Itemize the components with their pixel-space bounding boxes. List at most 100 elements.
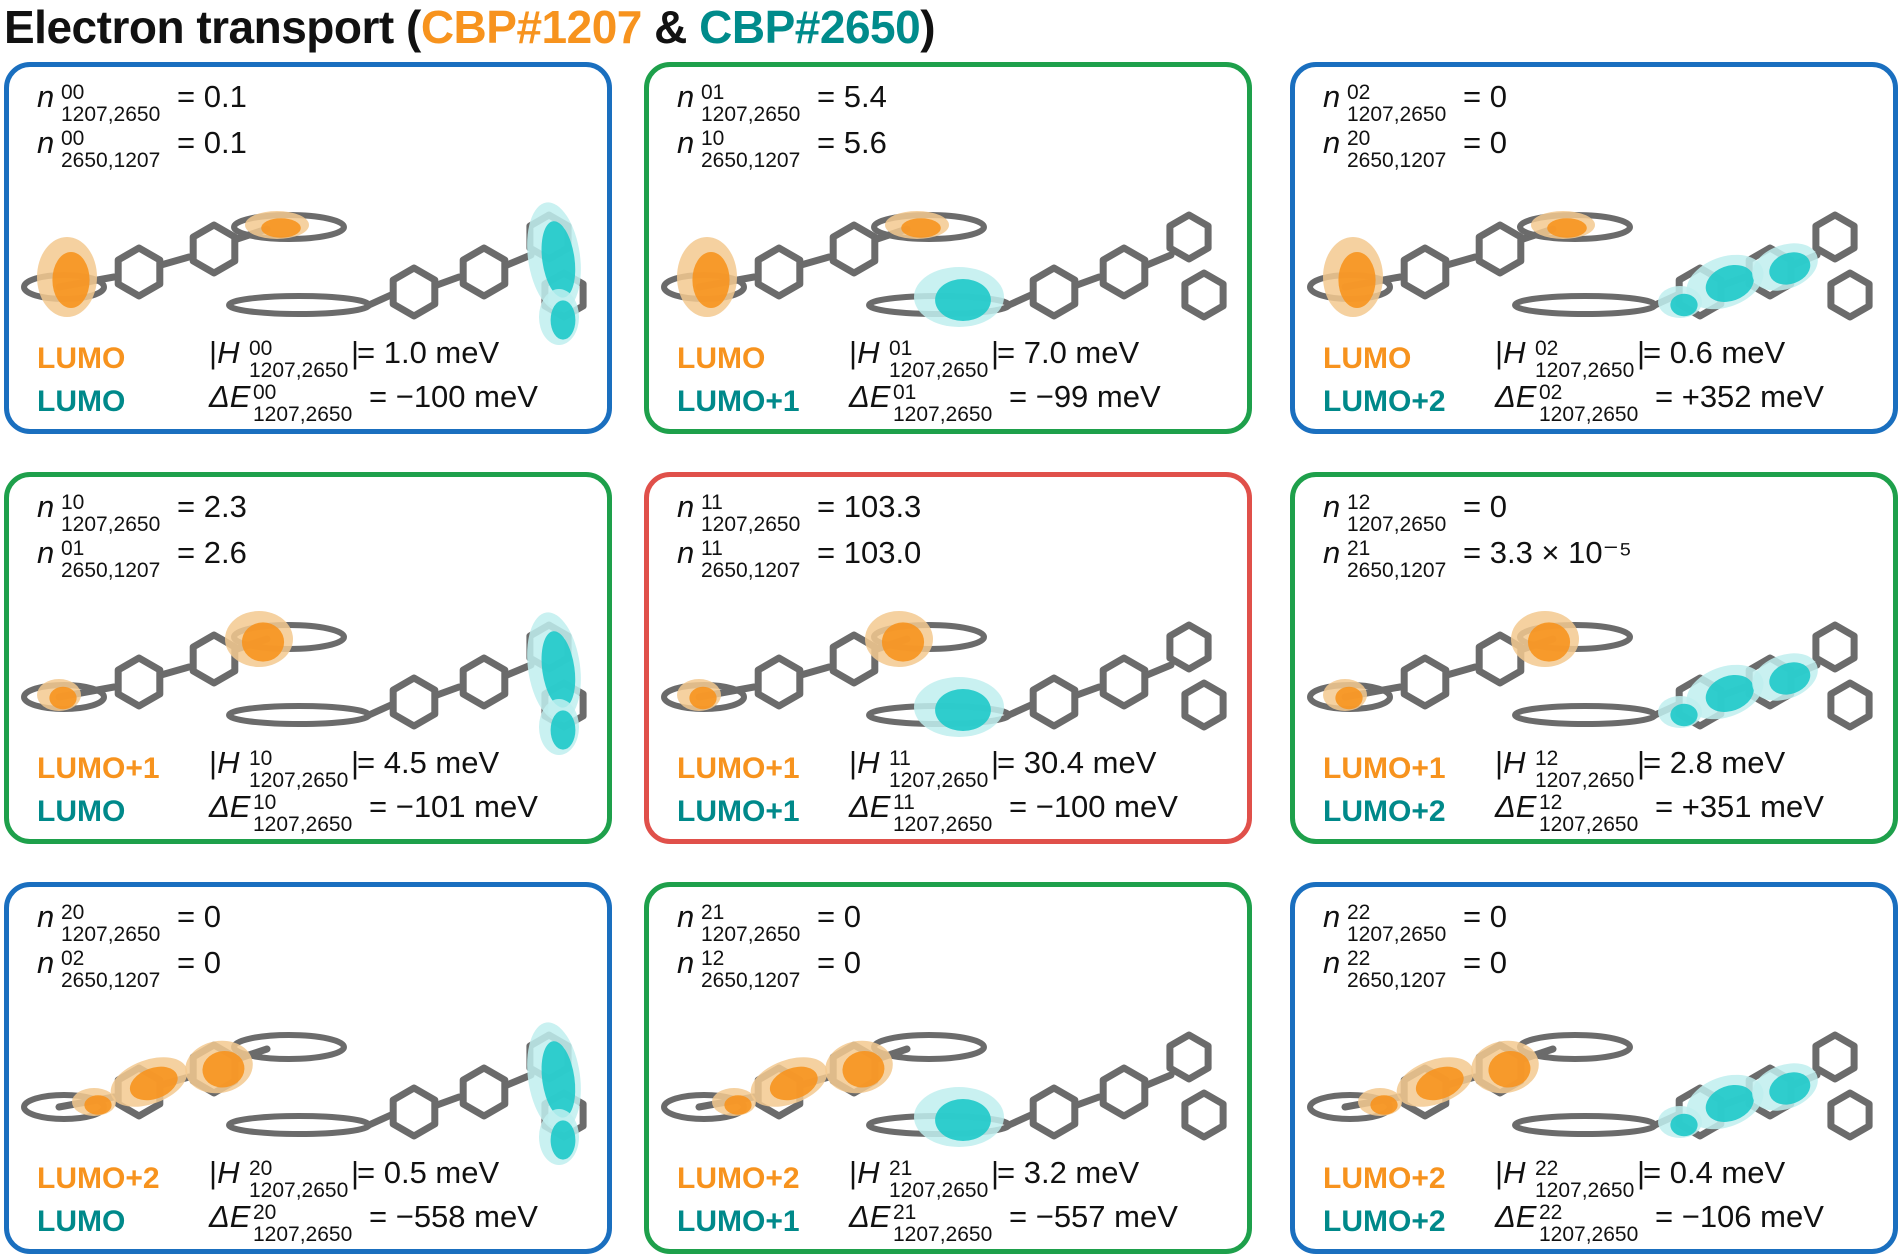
orbital-lobe-teal-core (935, 279, 991, 321)
n-superscript: 11 (701, 491, 723, 514)
n-letter: n (1323, 79, 1341, 114)
indole-ring (1181, 1089, 1227, 1141)
n-subscript: 2650,1207 (61, 149, 161, 172)
n-letter: n (677, 899, 695, 934)
bond-line (1073, 683, 1103, 699)
h-value: = 3.2 meV (997, 1155, 1140, 1190)
delta-e-letter: ΔE (1495, 789, 1537, 824)
h-subscript: 1207,2650 (889, 769, 989, 792)
h-subscript: 1207,2650 (249, 769, 349, 792)
bond-line (1443, 663, 1479, 679)
abs-bar-left: | (849, 1155, 858, 1190)
phenyl-ring (114, 244, 164, 300)
orbital-label-1207: LUMO+2 (1323, 1162, 1446, 1195)
h-letter: H (217, 335, 240, 370)
delta-e-superscript: 10 (253, 791, 277, 814)
n-letter: n (37, 125, 55, 160)
orbital-lobe-orange-core (241, 622, 285, 662)
delta-e-value: = −100 meV (1009, 789, 1178, 824)
delta-e-subscript: 1207,2650 (1539, 813, 1639, 836)
h-value: = 0.6 meV (1643, 335, 1786, 370)
delta-e-letter: ΔE (1495, 1199, 1537, 1234)
indole-ring (1827, 679, 1873, 731)
orbital-lobe-teal-core (550, 710, 576, 750)
orbital-label-1207: LUMO (37, 342, 126, 375)
n-superscript: 00 (61, 81, 85, 104)
abs-bar-left: | (1495, 335, 1504, 370)
indole-ring (1812, 1031, 1858, 1083)
orbital-lobe-orange-core (1547, 218, 1587, 238)
n-value: = 5.4 (817, 79, 887, 114)
n-superscript: 21 (701, 901, 725, 924)
n-subscript: 2650,1207 (1347, 969, 1447, 992)
abs-bar-left: | (1495, 1155, 1504, 1190)
abs-bar-right: | (351, 1155, 360, 1190)
orbital-lobe-teal-core (1705, 674, 1754, 712)
n-value: = 5.6 (817, 125, 887, 160)
n-subscript: 2650,1207 (701, 149, 801, 172)
delta-e-subscript: 1207,2650 (1539, 1223, 1639, 1246)
molecule-dimer-image (1307, 211, 1873, 321)
orbital-lobe-orange-core (1370, 1095, 1398, 1115)
n-value: = 0.1 (177, 125, 247, 160)
n-superscript: 22 (1347, 901, 1371, 924)
n-superscript: 12 (1347, 491, 1371, 514)
orbital-lobe-orange-core (692, 252, 730, 308)
h-superscript: 02 (1535, 337, 1559, 360)
orbital-label-2650: LUMO+1 (677, 1205, 800, 1238)
abs-bar-left: | (209, 745, 218, 780)
n-superscript: 10 (701, 127, 725, 150)
bond-line (1143, 661, 1175, 679)
orbital-lobe-orange-core (261, 218, 301, 238)
n-letter: n (677, 489, 695, 524)
abs-bar-right: | (1637, 1155, 1646, 1190)
delta-e-value: = −558 meV (369, 1199, 538, 1234)
h-value: = 0.5 meV (357, 1155, 500, 1190)
delta-e-letter: ΔE (849, 1199, 891, 1234)
n-value: = 0 (177, 899, 221, 934)
n-superscript: 10 (61, 491, 85, 514)
delta-e-value: = +352 meV (1655, 379, 1824, 414)
abs-bar-right: | (1637, 745, 1646, 780)
orbital-lobe-orange-core (881, 622, 925, 662)
indole-ring (1166, 1031, 1212, 1083)
delta-e-subscript: 1207,2650 (893, 1223, 993, 1246)
n-letter: n (677, 945, 695, 980)
h-subscript: 1207,2650 (249, 1179, 349, 1202)
bond-line (365, 701, 395, 719)
indole-ring (1812, 211, 1858, 263)
abs-bar-right: | (991, 745, 1000, 780)
h-letter: H (217, 745, 240, 780)
orbital-lobe-orange-core (769, 1066, 818, 1101)
bond-line (1443, 253, 1479, 269)
h-superscript: 11 (889, 747, 911, 770)
orbital-lobe-orange-core (689, 686, 717, 710)
orbital-lobe-orange-core (202, 1050, 245, 1088)
n-subscript: 1207,2650 (1347, 513, 1447, 536)
